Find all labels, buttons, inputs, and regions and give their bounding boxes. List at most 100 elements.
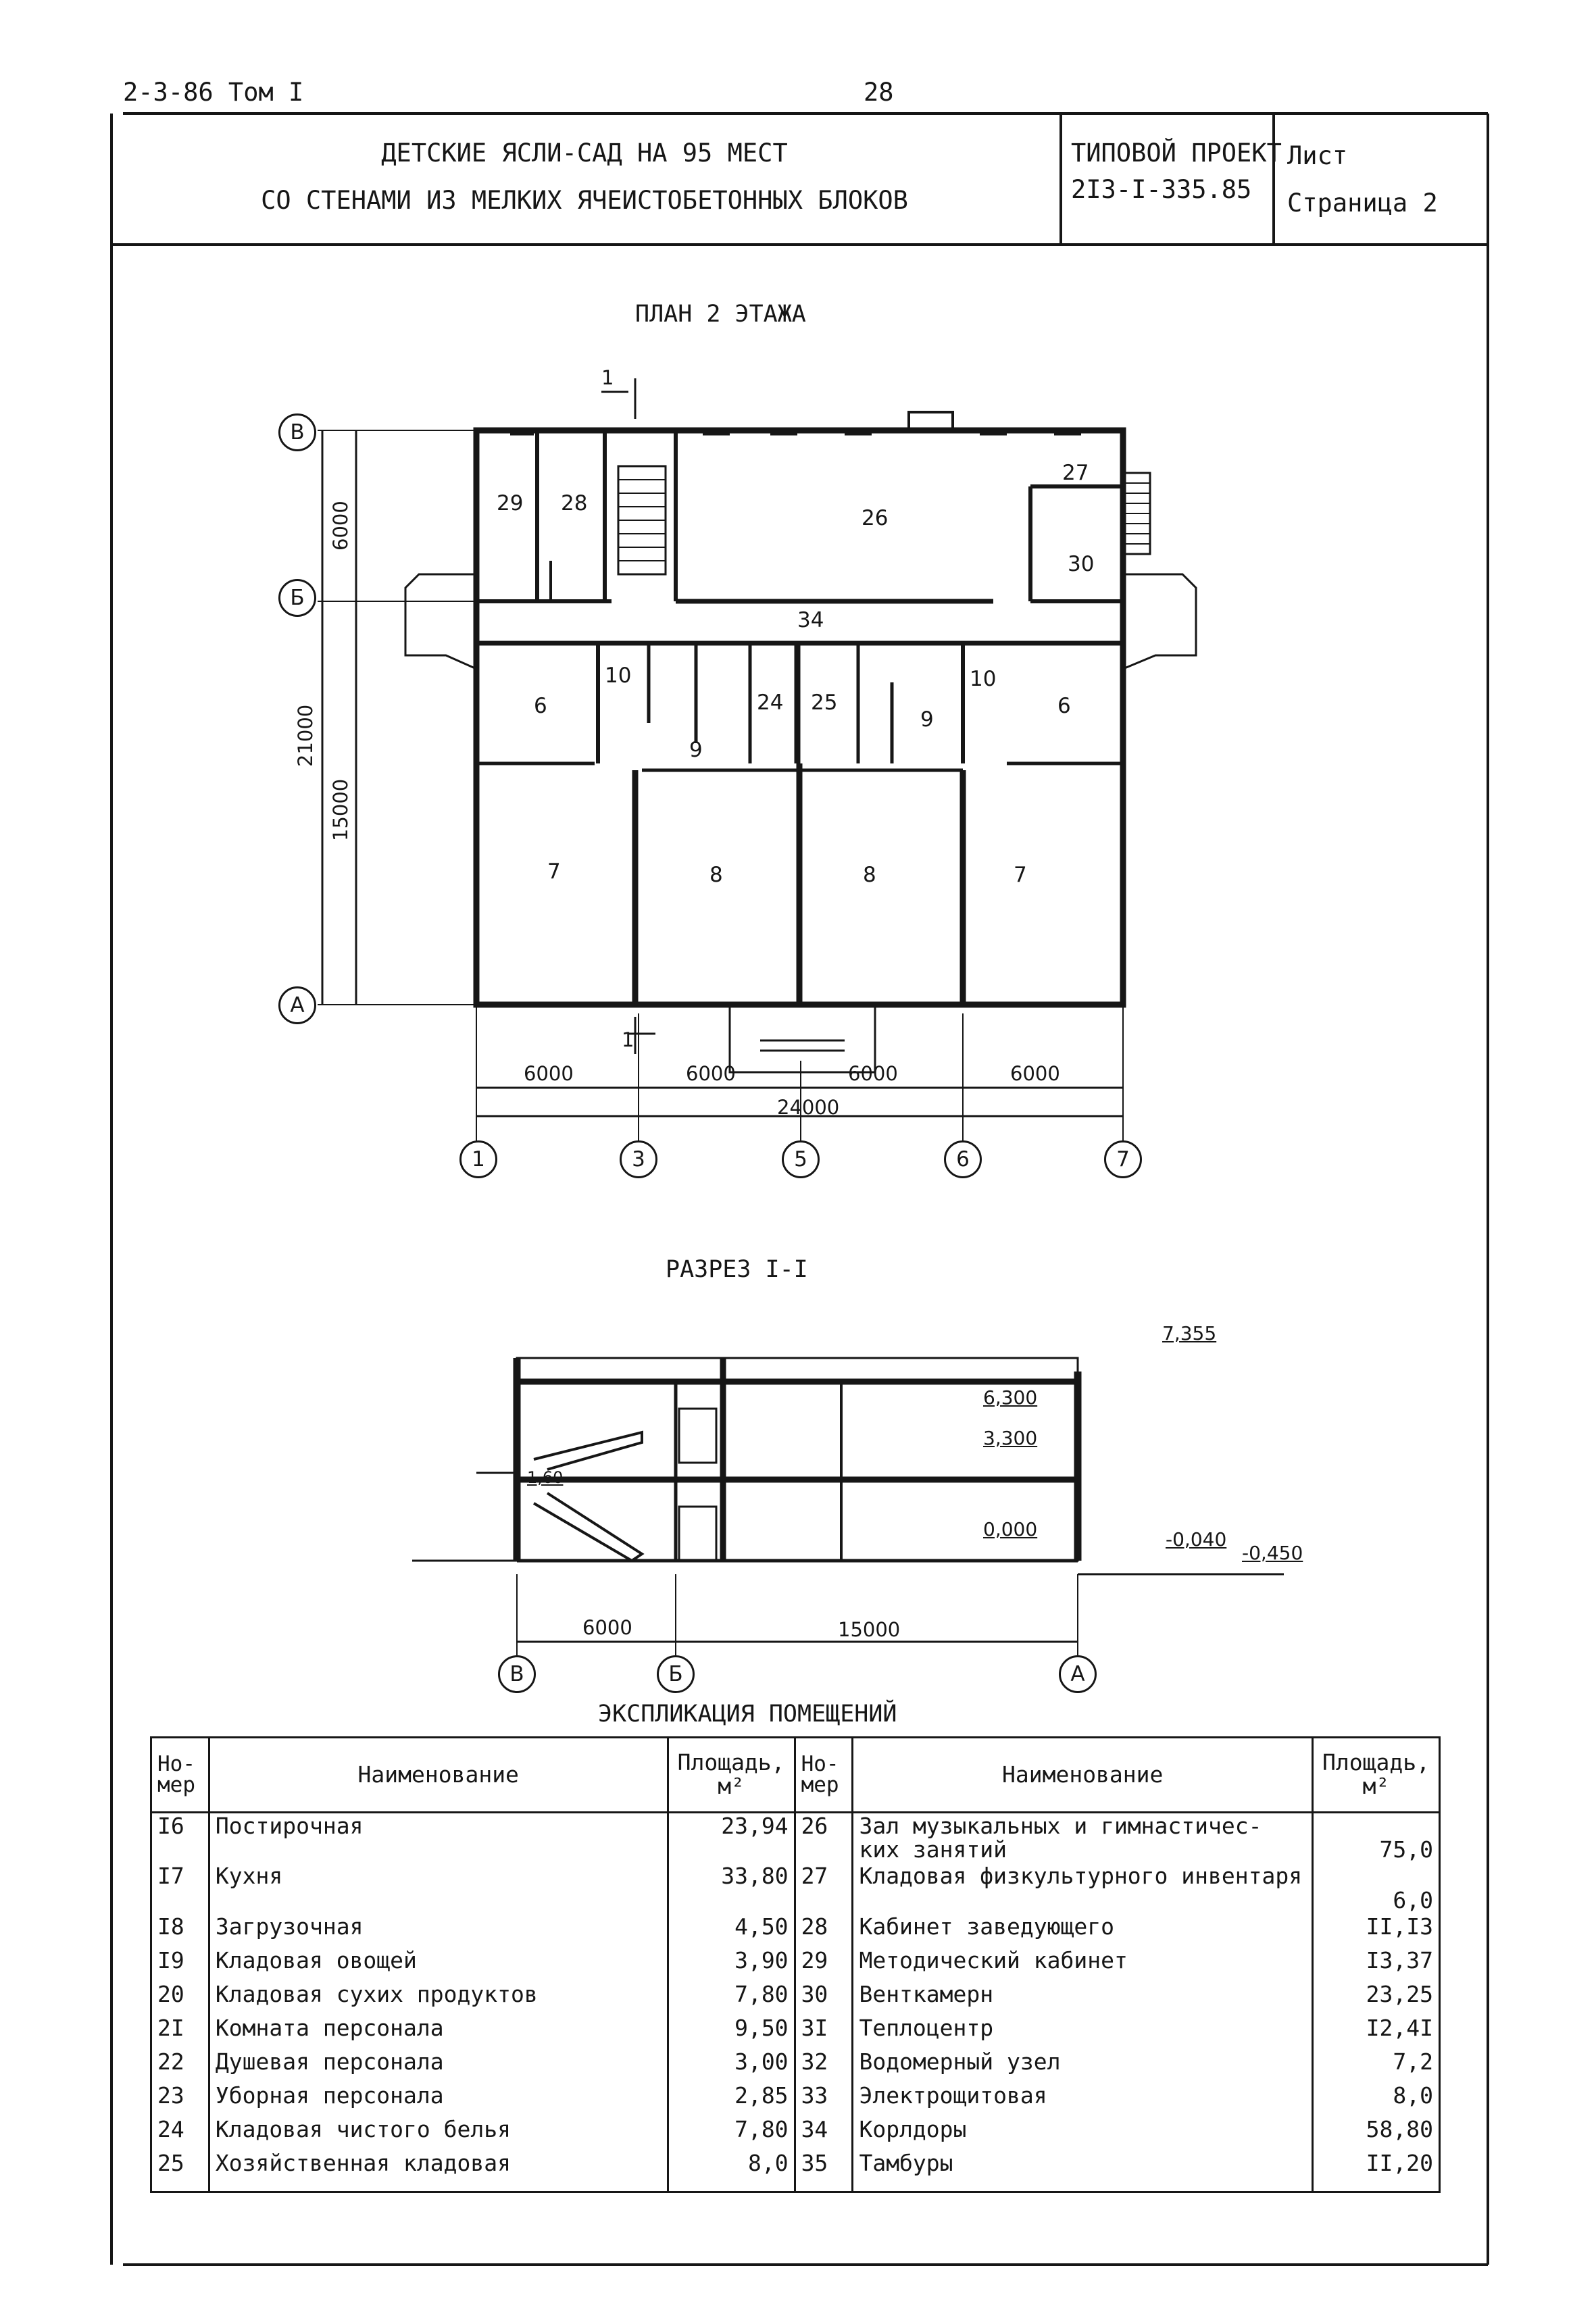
cell-left-number: I6 [150, 1812, 210, 1863]
room-label-30: 30 [1068, 552, 1095, 576]
room-label-27: 27 [1062, 461, 1089, 485]
cell-left-area: 33,80 [666, 1863, 796, 1914]
cell-right-name: Кладовая физкультурного инвентаря [851, 1863, 1314, 1914]
project-title-line-2: СО СТЕНАМИ ИЗ МЕЛКИХ ЯЧЕИСТОБЕТОННЫХ БЛО… [261, 186, 908, 215]
cell-left-area: 8,0 [666, 2150, 796, 2193]
cell-left-area: 7,80 [666, 2116, 796, 2150]
room-label-9-right: 9 [920, 707, 934, 732]
cell-right-name: Кабинет заведующего [851, 1913, 1314, 1948]
cell-right-number: 32 [793, 2048, 854, 2083]
axis-col-7: 7 [1104, 1140, 1142, 1178]
section-dim-15000: 15000 [838, 1618, 901, 1641]
section-mark-bottom: 1 [622, 1028, 634, 1051]
cell-left-number: I8 [150, 1913, 210, 1948]
cell-right-area: 6,0 [1311, 1863, 1441, 1914]
section-drawing [412, 1357, 1284, 1655]
axis-col-1: 1 [459, 1140, 497, 1178]
cell-left-number: 24 [150, 2116, 210, 2150]
cell-left-area: 3,00 [666, 2048, 796, 2083]
elevation-3300: 3,300 [983, 1427, 1038, 1449]
cell-left-number: 20 [150, 1981, 210, 2015]
cell-left-name: Хозяйственная кладовая [207, 2150, 669, 2193]
cell-right-number: 35 [793, 2150, 854, 2193]
section-title: РАЗРЕЗ I-I [666, 1256, 808, 1283]
stair-flight-lower [532, 1492, 645, 1563]
porch-east [1122, 573, 1197, 670]
cell-right-name: Электрощитовая [851, 2082, 1314, 2117]
section-mark-top: 1 [601, 366, 614, 389]
room-label-26: 26 [862, 506, 889, 530]
cell-right-number: 33 [793, 2082, 854, 2117]
axis-row-b: Б [278, 579, 316, 617]
floor-plan [318, 378, 1197, 1162]
room-label-6-left: 6 [534, 694, 547, 718]
elevation-0000: 0,000 [983, 1518, 1038, 1540]
cell-left-area: 23,94 [666, 1812, 796, 1863]
room-label-8-left: 8 [709, 863, 723, 887]
axis-row-a: А [278, 986, 316, 1024]
elevation-minus-0040: -0,040 [1166, 1528, 1227, 1551]
cell-right-name: Водомерный узел [851, 2048, 1314, 2083]
room-label-34: 34 [797, 608, 824, 632]
cell-right-name: Корлдоры [851, 2116, 1314, 2150]
dim-bottom-4: 6000 [1010, 1062, 1060, 1085]
plan-title: ПЛАН 2 ЭТАЖА [635, 301, 806, 328]
cell-left-number: 25 [150, 2150, 210, 2193]
cell-right-number: 29 [793, 1947, 854, 1982]
cell-right-name: Теплоцентр [851, 2015, 1314, 2049]
page-label: Страница 2 [1287, 188, 1438, 218]
project-title-line-1: ДЕТСКИЕ ЯСЛИ-САД НА 95 МЕСТ [381, 139, 788, 168]
explication-table: Но-мер Наименование Площадь, м² Но-мер Н… [150, 1736, 1441, 2193]
cell-left-name: Загрузочная [207, 1913, 669, 1948]
elevation-6300: 6,300 [983, 1386, 1038, 1409]
room-label-7-right: 7 [1014, 863, 1027, 887]
cell-left-area: 2,85 [666, 2082, 796, 2117]
cell-right-number: 28 [793, 1913, 854, 1948]
header-area-right: Площадь, м² [1311, 1736, 1441, 1813]
room-label-10-left: 10 [605, 663, 632, 688]
cell-left-name: Кладовая чистого белья [207, 2116, 669, 2150]
cell-right-name: Тамбуры [851, 2150, 1314, 2193]
section-axis-b: Б [657, 1655, 695, 1693]
cell-left-number: I9 [150, 1947, 210, 1982]
axis-row-v: В [278, 413, 316, 451]
stair-flight-upper [533, 1430, 643, 1471]
header-name-left: Наименование [207, 1736, 669, 1813]
page-number: 28 [864, 78, 894, 107]
cell-left-name: Душевая персонала [207, 2048, 669, 2083]
section-axis-a: А [1059, 1655, 1097, 1693]
room-label-29: 29 [497, 491, 524, 515]
cell-left-area: 4,50 [666, 1913, 796, 1948]
room-label-9-left: 9 [689, 738, 703, 762]
cell-right-area: 75,0 [1311, 1812, 1441, 1863]
cell-right-area: II,20 [1311, 2150, 1441, 2193]
header-number-left: Но-мер [150, 1736, 210, 1813]
header-name-right: Наименование [851, 1736, 1314, 1813]
dim-left-total: 21000 [294, 704, 317, 767]
cell-right-area: 7,2 [1311, 2048, 1441, 2083]
cell-left-name: Комната персонала [207, 2015, 669, 2049]
cell-right-area: 23,25 [1311, 1981, 1441, 2015]
elevation-7355: 7,355 [1162, 1322, 1217, 1344]
cell-left-number: 23 [150, 2082, 210, 2117]
cell-right-number: 26 [793, 1812, 854, 1863]
axis-col-6: 6 [944, 1140, 982, 1178]
axis-col-5: 5 [782, 1140, 820, 1178]
elevation-minus-0450: -0,450 [1242, 1542, 1303, 1564]
cell-left-area: 7,80 [666, 1981, 796, 2015]
header-number-right: Но-мер [793, 1736, 854, 1813]
dim-bottom-2: 6000 [686, 1062, 736, 1085]
room-label-8-right: 8 [863, 863, 876, 887]
cell-right-area: II,I3 [1311, 1913, 1441, 1948]
cell-left-number: 2I [150, 2015, 210, 2049]
